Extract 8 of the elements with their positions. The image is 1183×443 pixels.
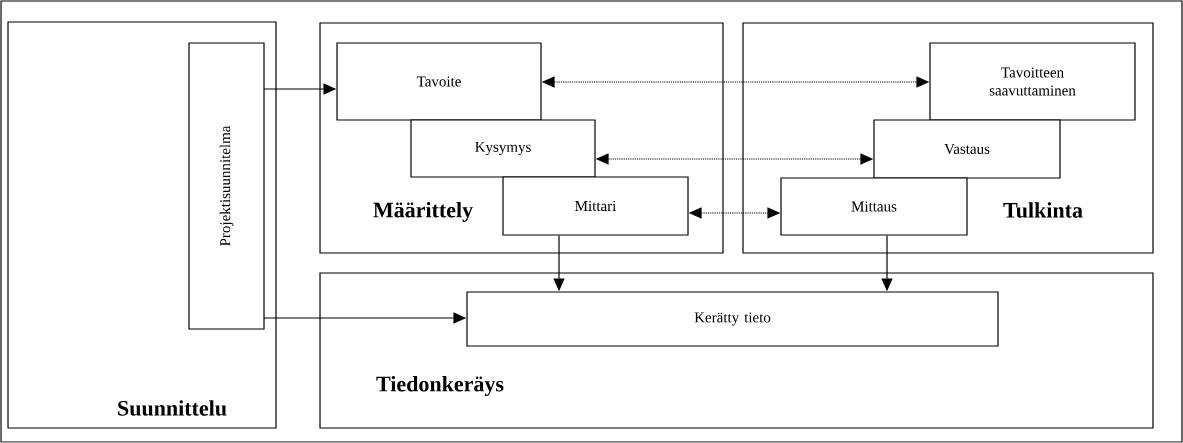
process-box: Vastaus — [873, 119, 1061, 179]
process-box: Mittari — [502, 176, 689, 236]
process-box: Projektisuunnitelma — [188, 42, 265, 330]
process-box: Mittaus — [780, 177, 968, 236]
process-box: Tavoite — [336, 42, 542, 121]
process-box: Kysymys — [410, 119, 596, 178]
process-box: Kerätty tieto — [466, 291, 999, 347]
process-box: Tavoitteen saavuttaminen — [929, 42, 1136, 121]
